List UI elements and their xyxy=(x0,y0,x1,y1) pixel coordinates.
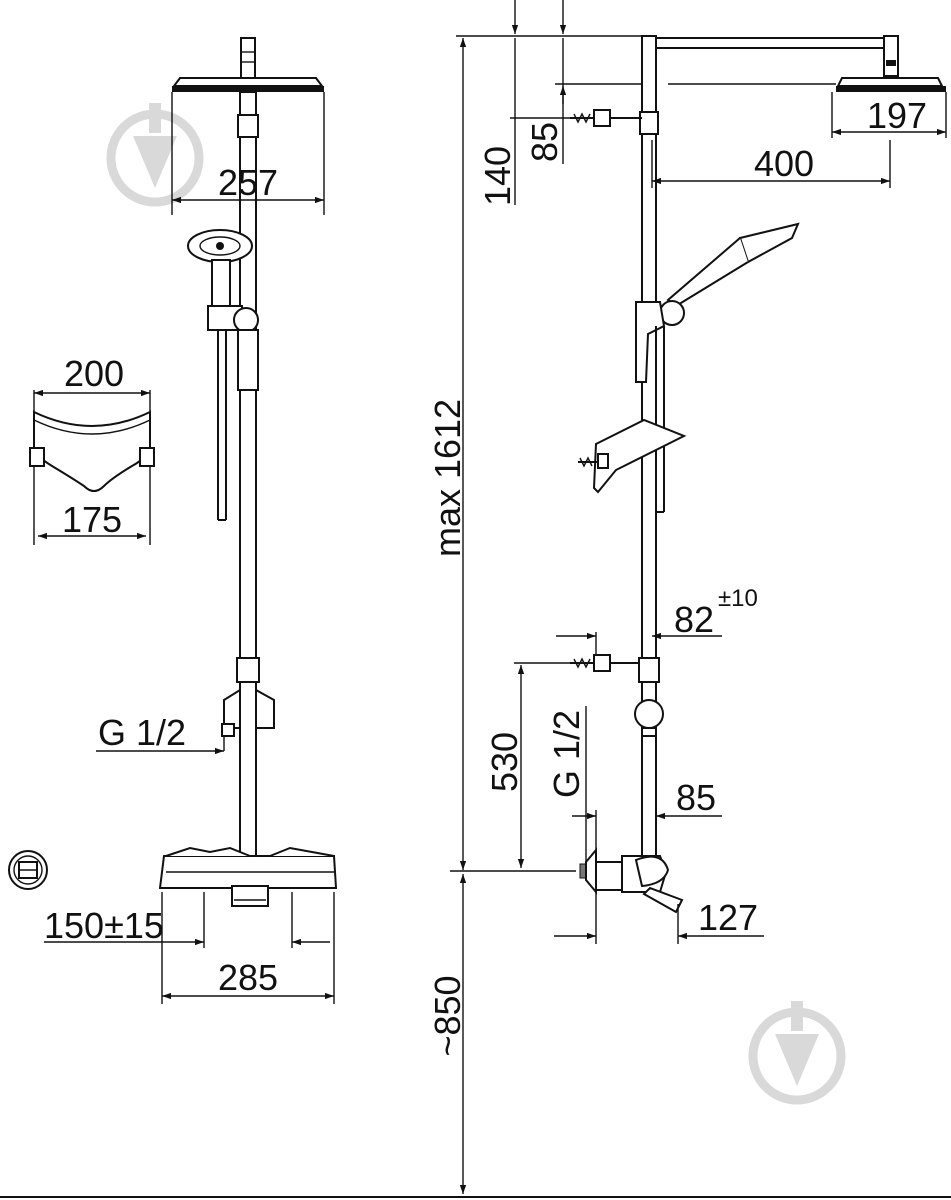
side-mixer xyxy=(579,847,684,914)
dim-shelf-outer-label: 200 xyxy=(64,353,124,394)
dim-bracket-height-label: 530 xyxy=(484,732,525,792)
dim-wall-distance-label: 82 xyxy=(674,599,714,640)
dim-mixer-width: 285 xyxy=(161,892,335,1004)
dim-inlet-side-label: G 1/2 xyxy=(546,710,587,798)
side-shelf xyxy=(578,418,687,494)
front-hand-shower xyxy=(187,229,259,521)
dim-spout-length: 127 xyxy=(554,892,764,944)
side-view: max 1612 140 85 197 400 xyxy=(427,0,947,1194)
front-overhead-shower xyxy=(172,37,324,92)
dim-total-height: max 1612 xyxy=(427,35,644,870)
dim-inlet-left: G 1/2 xyxy=(96,712,225,755)
front-wall-outlet xyxy=(221,688,275,737)
screw-anchor-icon xyxy=(570,654,640,672)
front-thermostatic-mixer xyxy=(158,846,338,907)
watermark-logo-icon xyxy=(106,103,204,207)
dim-top-140-label: 140 xyxy=(477,146,518,206)
dim-total-height-label: max 1612 xyxy=(427,399,468,557)
thermostat-symbol-icon xyxy=(8,850,48,890)
dim-head-width: 257 xyxy=(171,92,325,215)
dim-arm-length: 400 xyxy=(651,140,891,188)
dim-floor-height-label: ~850 xyxy=(427,975,468,1056)
dim-inlet-side: G 1/2 xyxy=(546,706,587,864)
front-view: 257 G 1/2 xyxy=(8,37,338,1004)
side-hand-shower xyxy=(635,222,800,513)
dim-shelf-inner-label: 175 xyxy=(62,499,122,540)
dim-mixer-width-label: 285 xyxy=(218,957,278,998)
dim-inlet-left-label: G 1/2 xyxy=(98,712,186,753)
dim-head-width-label: 257 xyxy=(218,162,278,203)
dim-bracket-height: 530 xyxy=(450,662,576,872)
dim-mixer-depth: 85 xyxy=(572,777,722,856)
dim-spacing-label: 150±15 xyxy=(44,905,164,946)
dim-spout-length-label: 127 xyxy=(698,897,758,938)
dim-mixer-depth-label: 85 xyxy=(676,777,716,818)
dim-head-side: 197 xyxy=(668,83,947,138)
dim-wall-tolerance-label: ±10 xyxy=(718,585,758,612)
watermark-logo-icon xyxy=(748,1001,846,1105)
dim-spacing: 150±15 xyxy=(44,892,330,948)
dim-arm-length-label: 400 xyxy=(754,143,814,184)
dim-floor-height: ~850 xyxy=(427,874,468,1194)
dim-wall-distance: 82 ±10 xyxy=(556,585,758,655)
front-riser-pipe xyxy=(236,91,260,863)
front-shelf: 200 175 xyxy=(29,353,155,545)
dim-top-offsets: 140 85 xyxy=(477,0,642,206)
dim-top-85-label: 85 xyxy=(524,122,565,162)
dim-head-side-label: 197 xyxy=(867,95,927,136)
screw-anchor-icon xyxy=(570,109,642,127)
